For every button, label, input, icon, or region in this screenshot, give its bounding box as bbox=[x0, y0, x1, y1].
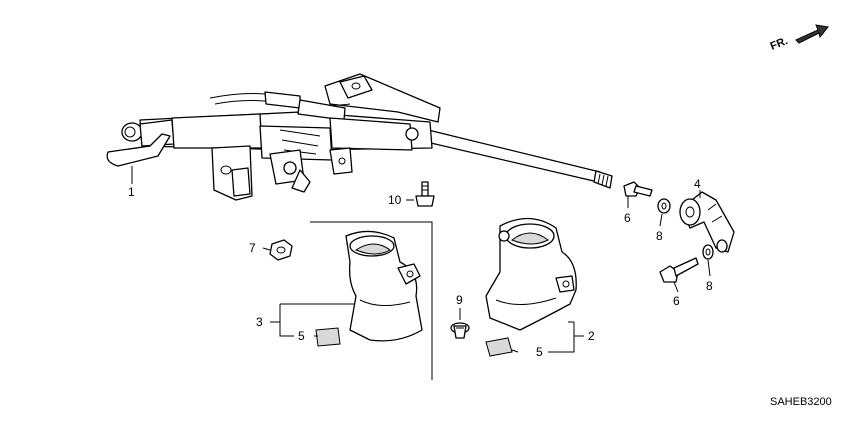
callout-8-upper: 8 bbox=[656, 229, 663, 243]
callout-9: 9 bbox=[456, 293, 463, 307]
diagram-code: SAHEB3200 bbox=[770, 396, 832, 408]
callout-1: 1 bbox=[128, 185, 135, 199]
cover-label-left bbox=[315, 327, 341, 347]
joint-bolt-lower bbox=[659, 257, 699, 283]
front-direction-label: FR. bbox=[769, 35, 790, 53]
callout-5-left: 5 bbox=[298, 329, 305, 343]
joint-washer-lower bbox=[702, 244, 714, 260]
joint-bolt-upper bbox=[623, 181, 653, 197]
callout-6-lower: 6 bbox=[673, 294, 680, 308]
column-bolt bbox=[415, 181, 435, 207]
callout-10: 10 bbox=[388, 193, 402, 207]
universal-joint bbox=[679, 191, 735, 253]
cover-label-right bbox=[485, 337, 513, 357]
front-arrow-icon bbox=[795, 24, 829, 44]
callout-2: 2 bbox=[588, 329, 595, 343]
group-divider bbox=[310, 221, 433, 380]
callout-6-upper: 6 bbox=[624, 211, 631, 225]
front-direction-indicator: FR. bbox=[769, 24, 829, 53]
cover-nut bbox=[269, 239, 293, 261]
leader-lines bbox=[131, 166, 711, 353]
column-cover-upper bbox=[345, 230, 423, 342]
column-cover-lower bbox=[485, 217, 577, 331]
cover-screw bbox=[450, 322, 470, 339]
callout-5-right: 5 bbox=[536, 345, 543, 359]
callout-4: 4 bbox=[694, 177, 701, 191]
steering-column-assembly bbox=[106, 73, 613, 201]
joint-washer-upper bbox=[657, 198, 671, 214]
callout-7: 7 bbox=[249, 241, 256, 255]
callout-3: 3 bbox=[256, 315, 263, 329]
callout-8-lower: 8 bbox=[706, 279, 713, 293]
